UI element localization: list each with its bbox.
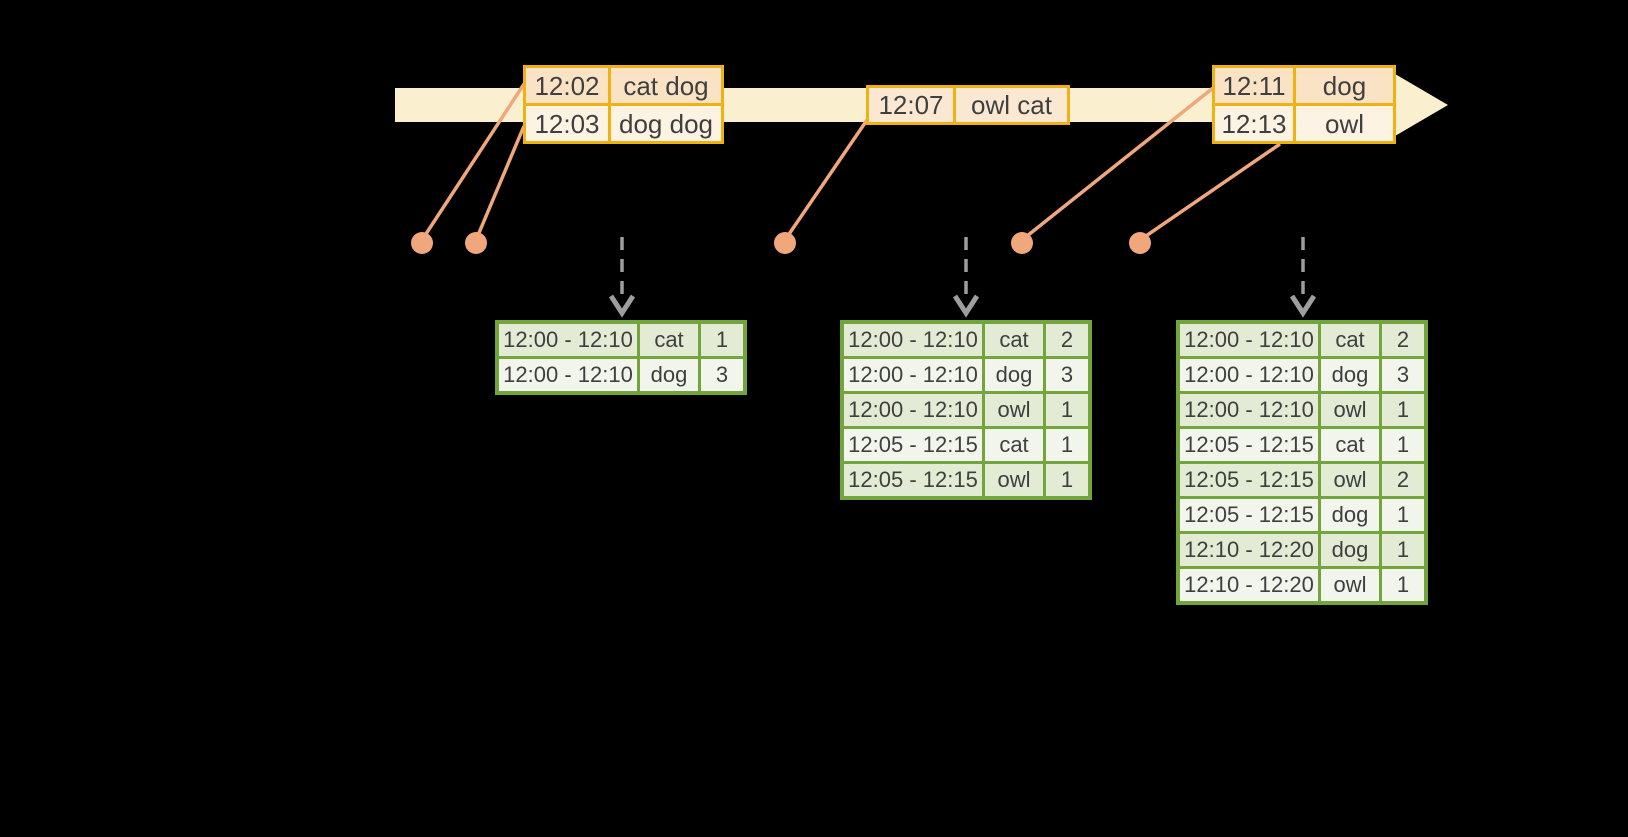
event-time: 12:07 — [869, 88, 953, 122]
event-row: 12:11 dog — [1215, 68, 1393, 103]
window-range: 12:10 - 12:20 — [1180, 534, 1318, 566]
connector-line-1213 — [1139, 142, 1281, 242]
word: cat — [640, 324, 698, 356]
event-words: owl — [1296, 106, 1393, 141]
event-time: 12:03 — [526, 106, 608, 141]
count: 3 — [701, 359, 743, 391]
event-words: dog dog — [611, 106, 721, 141]
count: 2 — [1382, 464, 1424, 496]
window-range: 12:05 - 12:15 — [1180, 499, 1318, 531]
window-range: 12:00 - 12:10 — [1180, 394, 1318, 426]
window-range: 12:10 - 12:20 — [1180, 569, 1318, 601]
word: dog — [1321, 359, 1379, 391]
result-row: 12:00 - 12:10 dog 3 — [1180, 359, 1424, 391]
event-row: 12:03 dog dog — [526, 106, 721, 141]
window-range: 12:00 - 12:10 — [1180, 324, 1318, 356]
event-words: cat dog — [611, 68, 721, 103]
connector-line-1203 — [474, 125, 526, 241]
word: cat — [985, 429, 1043, 461]
window-range: 12:05 - 12:15 — [844, 464, 982, 496]
count: 3 — [1046, 359, 1088, 391]
connector-line-1211 — [1020, 86, 1215, 242]
connector-line-1202 — [420, 83, 526, 241]
count: 1 — [701, 324, 743, 356]
event-box-2: 12:07 owl cat — [866, 85, 1070, 125]
result-row: 12:05 - 12:15 dog 1 — [1180, 499, 1424, 531]
word: dog — [1321, 499, 1379, 531]
result-row: 12:00 - 12:10 cat 1 — [499, 324, 743, 356]
count: 1 — [1046, 429, 1088, 461]
event-dot-1213 — [1129, 232, 1151, 254]
count: 1 — [1382, 429, 1424, 461]
result-row: 12:00 - 12:10 cat 2 — [1180, 324, 1424, 356]
window-range: 12:00 - 12:10 — [1180, 359, 1318, 391]
result-row: 12:00 - 12:10 cat 2 — [844, 324, 1088, 356]
count: 1 — [1046, 394, 1088, 426]
result-row: 12:00 - 12:10 dog 3 — [844, 359, 1088, 391]
trigger-arrowhead-icon-1 — [608, 294, 636, 318]
event-words: dog — [1296, 68, 1393, 103]
count: 1 — [1382, 569, 1424, 601]
window-range: 12:00 - 12:10 — [844, 359, 982, 391]
word: dog — [640, 359, 698, 391]
event-row: 12:02 cat dog — [526, 68, 721, 103]
count: 1 — [1382, 394, 1424, 426]
event-dot-1202 — [411, 232, 433, 254]
result-row: 12:10 - 12:20 owl 1 — [1180, 569, 1424, 601]
event-dot-1203 — [465, 232, 487, 254]
result-row: 12:00 - 12:10 owl 1 — [844, 394, 1088, 426]
event-row: 12:07 owl cat — [869, 88, 1067, 122]
result-row: 12:00 - 12:10 owl 1 — [1180, 394, 1424, 426]
timeline-arrowhead-icon — [1395, 74, 1448, 136]
event-dot-1207 — [774, 232, 796, 254]
window-range: 12:00 - 12:10 — [499, 324, 637, 356]
count: 1 — [1382, 534, 1424, 566]
event-time-dots — [411, 232, 1151, 254]
word: cat — [1321, 324, 1379, 356]
word: cat — [1321, 429, 1379, 461]
count: 2 — [1046, 324, 1088, 356]
word: owl — [985, 464, 1043, 496]
window-range: 12:05 - 12:15 — [1180, 464, 1318, 496]
count: 2 — [1382, 324, 1424, 356]
word: dog — [1321, 534, 1379, 566]
window-range: 12:05 - 12:15 — [844, 429, 982, 461]
result-row: 12:00 - 12:10 dog 3 — [499, 359, 743, 391]
result-table-2: 12:00 - 12:10 cat 2 12:00 - 12:10 dog 3 … — [840, 320, 1092, 500]
word: cat — [985, 324, 1043, 356]
window-range: 12:00 - 12:10 — [844, 324, 982, 356]
result-row: 12:05 - 12:15 owl 2 — [1180, 464, 1424, 496]
window-range: 12:00 - 12:10 — [844, 394, 982, 426]
event-time: 12:13 — [1215, 106, 1293, 141]
trigger-arrows — [608, 237, 1317, 318]
count: 1 — [1046, 464, 1088, 496]
event-time: 12:11 — [1215, 68, 1293, 103]
trigger-arrowhead-icon-3 — [1289, 294, 1317, 318]
count: 3 — [1382, 359, 1424, 391]
result-row: 12:05 - 12:15 cat 1 — [1180, 429, 1424, 461]
event-words: owl cat — [956, 88, 1067, 122]
window-range: 12:05 - 12:15 — [1180, 429, 1318, 461]
word: owl — [1321, 464, 1379, 496]
event-connector-lines — [420, 83, 1281, 242]
count: 1 — [1382, 499, 1424, 531]
event-row: 12:13 owl — [1215, 106, 1393, 141]
word: owl — [1321, 394, 1379, 426]
event-box-3: 12:11 dog 12:13 owl — [1212, 65, 1396, 144]
word: owl — [1321, 569, 1379, 601]
window-range: 12:00 - 12:10 — [499, 359, 637, 391]
result-row: 12:05 - 12:15 cat 1 — [844, 429, 1088, 461]
result-row: 12:05 - 12:15 owl 1 — [844, 464, 1088, 496]
event-time: 12:02 — [526, 68, 608, 103]
connector-line-1207 — [783, 119, 869, 241]
event-box-1: 12:02 cat dog 12:03 dog dog — [523, 65, 724, 144]
word: dog — [985, 359, 1043, 391]
result-row: 12:10 - 12:20 dog 1 — [1180, 534, 1424, 566]
result-table-1: 12:00 - 12:10 cat 1 12:00 - 12:10 dog 3 — [495, 320, 747, 395]
result-table-3: 12:00 - 12:10 cat 2 12:00 - 12:10 dog 3 … — [1176, 320, 1428, 605]
event-dot-1211 — [1011, 232, 1033, 254]
word: owl — [985, 394, 1043, 426]
trigger-arrowhead-icon-2 — [952, 294, 980, 318]
